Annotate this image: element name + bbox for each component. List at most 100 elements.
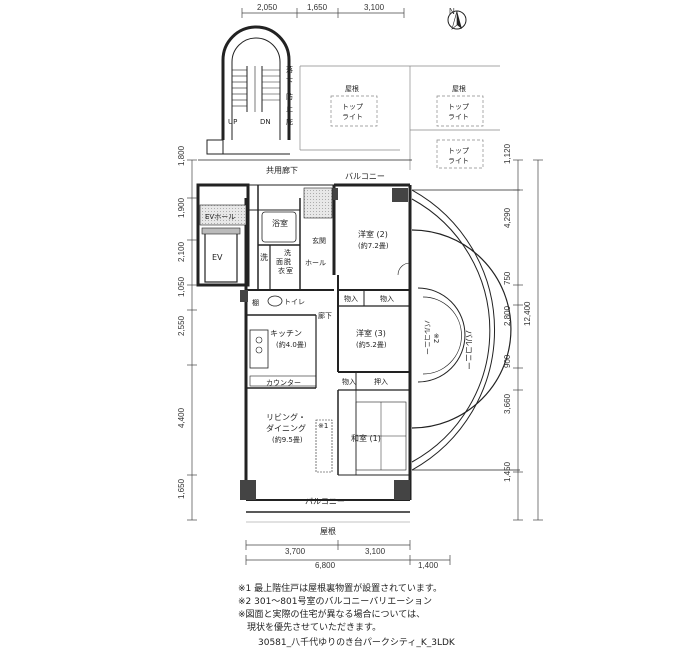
japanese-label: 和室 (1): [351, 433, 381, 443]
svg-text:防: 防: [286, 92, 293, 101]
living-label: リビング・ ダイニング (約9.5畳): [266, 412, 306, 444]
svg-text:リビング・: リビング・: [266, 412, 306, 422]
left-dim-7: 1,650: [177, 478, 186, 499]
ev-label: EV: [212, 253, 223, 262]
top-dim-3: 3,100: [364, 3, 385, 12]
ev-hall-label: EVホール: [205, 213, 235, 221]
note-line: ※2 301〜801号室のバルコニーバリエーション: [238, 597, 433, 607]
kitchen-size: (約4.0畳): [276, 340, 307, 349]
storage-c-label: 物入: [342, 377, 356, 386]
left-dim-5: 2,550: [177, 315, 186, 336]
svg-text:(約9.5畳): (約9.5畳): [272, 435, 303, 444]
right-dimension: [513, 159, 543, 521]
plan-notes: ※1 最上階住戸は屋根裏物置が設置されています。 ※2 301〜801号室のバル…: [238, 583, 442, 635]
compass-icon: N: [447, 7, 467, 30]
stair-dn-label: DN: [260, 118, 271, 126]
plan-code: 30581_八千代ゆりのき台パークシティ_K_3LDK: [258, 638, 455, 648]
top-dimension: [241, 8, 405, 18]
balcony-small-label: バルコニー: [423, 320, 431, 355]
door-swing: [397, 262, 411, 276]
top-dim-1: 2,050: [257, 3, 278, 12]
roof-bottom-label: 屋根: [320, 526, 336, 536]
svg-text:衣: 衣: [278, 266, 285, 275]
counter-label: カウンター: [266, 378, 301, 387]
left-dim-2: 1,900: [177, 197, 186, 218]
svg-text:ダイニング: ダイニング: [266, 423, 306, 433]
balcony-curved: [411, 189, 520, 471]
balcony-big-label: バルコニー: [464, 330, 473, 370]
svg-text:落: 落: [286, 65, 293, 74]
kitchen-label: キッチン: [270, 329, 302, 338]
right-dim-3: 750: [503, 271, 512, 285]
ev-door: [201, 227, 241, 235]
storage-a-label: 物入: [344, 294, 358, 303]
right-dim-7: 1,450: [503, 461, 512, 482]
svg-text:トップ: トップ: [342, 103, 363, 111]
svg-text:ライト: ライト: [448, 113, 469, 121]
shelf-label: 棚: [252, 298, 259, 307]
svg-text:トップ: トップ: [448, 147, 469, 155]
right-dim-2: 4,290: [503, 207, 512, 228]
svg-text:下: 下: [286, 78, 293, 86]
svg-text:トップ: トップ: [448, 103, 469, 111]
right-dim-4: 2,800: [503, 305, 512, 326]
bathtub: [261, 211, 297, 243]
corridor2-label: 廊下: [318, 311, 332, 320]
right-dim-6: 3,660: [503, 393, 512, 414]
toplight-a: トップ ライト: [342, 103, 363, 121]
entrance-label: 玄関: [312, 236, 326, 245]
right-dim-1: 1,120: [503, 143, 512, 164]
bottom-dim-total: 6,800: [315, 561, 336, 570]
western3-label: 洋室 (3): [356, 328, 386, 338]
toplight-c: トップ ライト: [448, 147, 469, 165]
svg-text:止: 止: [286, 104, 293, 113]
roof-label-1: 屋根: [345, 84, 359, 93]
left-dim-1: 1,800: [177, 145, 186, 166]
genkan-floor: [303, 187, 333, 219]
stair-up-label: UP: [228, 118, 237, 126]
svg-text:ライト: ライト: [342, 113, 363, 121]
right-dim-total: 12,400: [523, 301, 532, 326]
left-dim-6: 4,400: [177, 407, 186, 428]
balcony-top-label: バルコニー: [345, 172, 385, 181]
columns: [240, 188, 410, 500]
western2-label: 洋室 (2): [358, 229, 388, 239]
note-mark1: ※1: [318, 422, 328, 430]
svg-text:面: 面: [276, 258, 283, 266]
unit-walls: [196, 159, 412, 501]
left-dimension: [187, 159, 197, 521]
western2-size: (約7.2畳): [358, 241, 389, 250]
roof-area-top: [299, 65, 500, 170]
svg-text:脱: 脱: [284, 257, 291, 266]
toilet-bowl-icon: [267, 295, 283, 307]
svg-text:庇: 庇: [286, 117, 293, 126]
bath-label: 浴室: [272, 218, 288, 228]
counter-outline: [249, 375, 317, 387]
svg-text:ライト: ライト: [448, 157, 469, 165]
ev-hall-area: [199, 204, 247, 226]
svg-text:洗: 洗: [284, 248, 291, 257]
balcony-mark2: ※2: [432, 333, 440, 343]
left-dim-3: 2,100: [177, 241, 186, 262]
closet-label: 押入: [374, 377, 388, 386]
washroom-label: 洗 面 脱 衣 室: [276, 248, 293, 275]
balcony-bottom-label: バルコニー: [305, 497, 345, 506]
bottom-dim-1: 3,700: [285, 547, 306, 556]
kitchen-stove: [249, 329, 269, 369]
bottom-dimension: [245, 540, 451, 565]
hall-label: ホール: [305, 259, 326, 267]
fall-guard-label: 落 下 防 止 庇: [286, 65, 293, 126]
attic-ladder: [315, 419, 333, 473]
burner-icon: [255, 336, 263, 344]
toilet-label: トイレ: [284, 298, 305, 306]
bottom-dim-right: 1,400: [418, 561, 439, 570]
note-line: ※図面と実際の住宅が異なる場合については、: [238, 610, 426, 620]
left-dim-4: 1,050: [177, 276, 186, 297]
toplight-b: トップ ライト: [448, 103, 469, 121]
roof-label-2: 屋根: [452, 84, 466, 93]
note-line: 現状を優先させていただきます。: [238, 623, 382, 633]
right-dim-5: 900: [503, 354, 512, 368]
western3-size: (約5.2畳): [356, 340, 387, 349]
bottom-dim-2: 3,100: [365, 547, 386, 556]
